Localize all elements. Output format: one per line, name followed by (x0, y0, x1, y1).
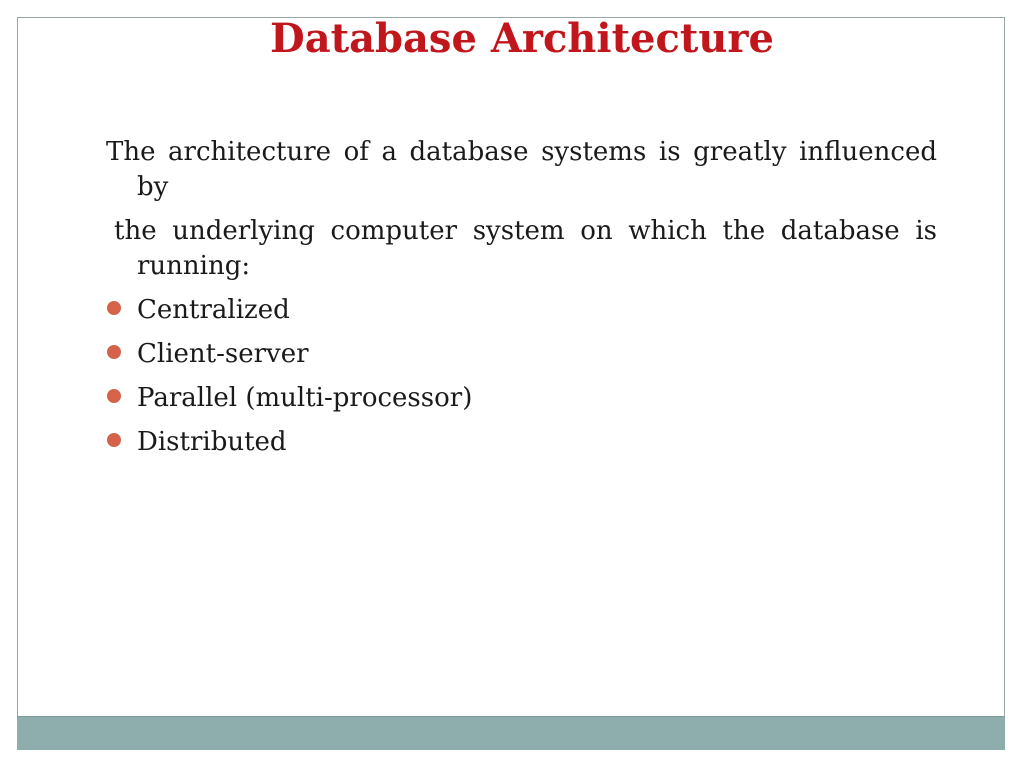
list-item: Centralized (106, 293, 937, 328)
slide-frame (17, 17, 1005, 750)
footer-bar (17, 716, 1005, 750)
intro-paragraph-2: the underlying computer system on which … (114, 216, 937, 281)
bullet-dot-icon (107, 389, 121, 403)
bullet-dot-icon (107, 301, 121, 315)
bullet-dot-icon (107, 433, 121, 447)
list-item: Client-server (106, 337, 937, 372)
list-item-label: Distributed (137, 427, 287, 457)
slide-title: Database Architecture (270, 15, 774, 62)
list-item-label: Parallel (multi-processor) (137, 383, 473, 413)
list-item: Distributed (106, 425, 937, 460)
architecture-list: Centralized Client-server Parallel (mult… (106, 293, 937, 460)
list-item-label: Centralized (137, 295, 290, 325)
bullet-dot-icon (107, 345, 121, 359)
slide-body: The architecture of a database systems i… (106, 135, 937, 469)
list-item-label: Client-server (137, 339, 309, 369)
list-item: Parallel (multi-processor) (106, 381, 937, 416)
intro-paragraph-1: The architecture of a database systems i… (106, 137, 937, 202)
